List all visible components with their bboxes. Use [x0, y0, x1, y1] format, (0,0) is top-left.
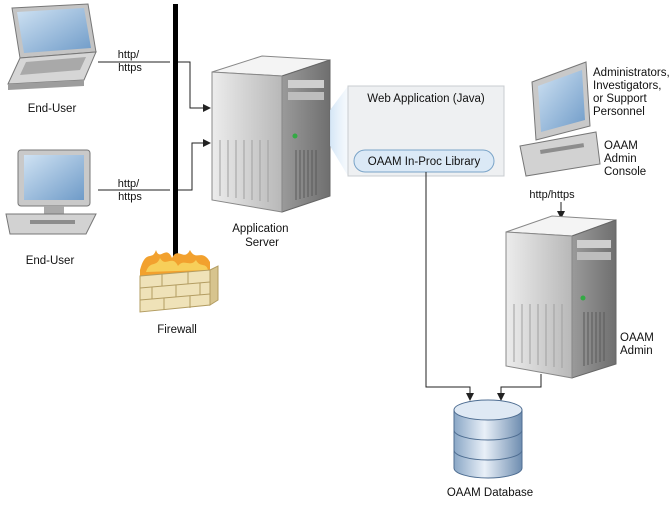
laptop-icon	[7, 3, 97, 90]
library-to-database-connector	[425, 172, 474, 401]
firewall-line	[173, 4, 178, 266]
protocol-label-1: http/ https	[118, 49, 143, 74]
firewall-icon	[139, 250, 219, 313]
protocol-label-2: http/ https	[118, 178, 143, 203]
desktop-computer-icon	[5, 149, 97, 235]
server-tower-icon-admin	[505, 215, 617, 379]
web-application-label: Web Application (Java)	[367, 93, 485, 105]
database-label: OAAM Database	[447, 487, 533, 499]
admin-console-label: OAAM Admin Console	[604, 140, 646, 178]
server-tower-icon	[211, 55, 331, 213]
oaam-admin-label: OAAM Admin	[620, 332, 657, 357]
admin-to-database-connector	[497, 374, 542, 401]
desktop-computer-icon-admin	[519, 61, 601, 177]
firewall-label: Firewall	[157, 324, 197, 336]
app-server-label: Application Server	[232, 223, 291, 249]
protocol-label-3: http/https	[529, 189, 575, 201]
firewall-to-server-connector-1	[178, 61, 211, 112]
administrators-label: Administrators, Investigators, or Suppor…	[593, 67, 672, 118]
database-icon	[453, 399, 523, 479]
firewall-to-server-connector-2	[178, 139, 211, 191]
in-proc-library-label: OAAM In-Proc Library	[368, 156, 481, 168]
server-to-webapp-beam	[330, 86, 348, 176]
end-user-label-1: End-User	[28, 103, 77, 115]
end-user-label-2: End-User	[26, 255, 75, 267]
in-proc-library-box	[353, 149, 495, 173]
